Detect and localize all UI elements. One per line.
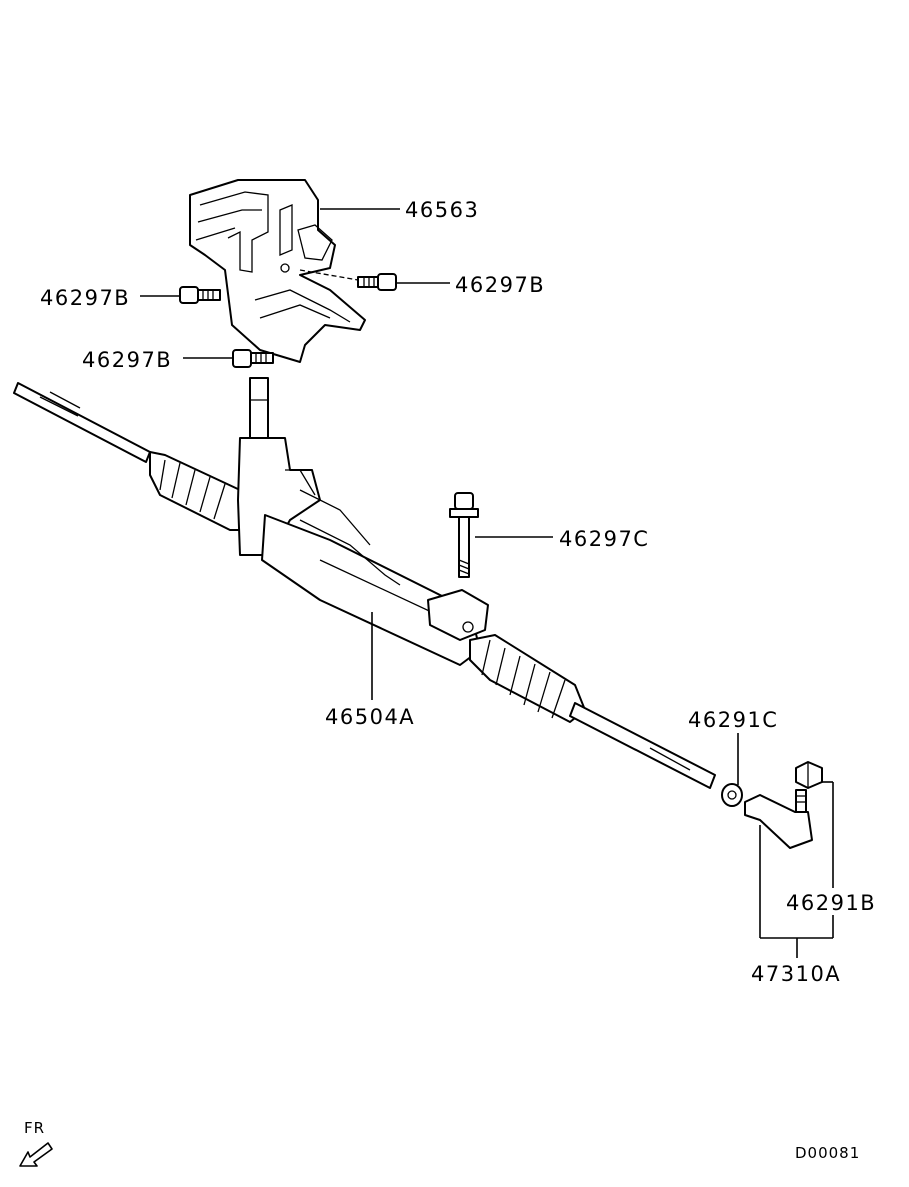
tie-rod-end [744,789,813,849]
label-46504A: 46504A [325,705,415,729]
bolt-46297C [449,492,479,578]
nut-46291B [795,761,823,789]
label-46297B-left: 46297B [40,286,130,310]
leader-lines [140,208,834,958]
steering-gear [13,377,716,789]
label-46297B-right: 46297B [455,273,545,297]
label-47310A: 47310A [751,962,841,986]
front-direction-arrow-icon [19,1142,53,1167]
bolt-46297B-right [299,269,397,291]
bolt-46297B-lower [232,349,274,368]
heat-shield [189,179,366,363]
label-46563: 46563 [405,198,479,222]
nut-46291C [721,783,743,807]
front-direction-indicator: FR [19,1119,53,1167]
label-46297C: 46297C [559,527,649,551]
bolt-46297B-left [179,286,221,304]
label-46291C: 46291C [688,708,778,732]
label-46297B-lower: 46297B [82,348,172,372]
front-label: FR [24,1119,45,1137]
label-46291B: 46291B [786,891,876,915]
diagram-id: D00081 [795,1144,860,1162]
